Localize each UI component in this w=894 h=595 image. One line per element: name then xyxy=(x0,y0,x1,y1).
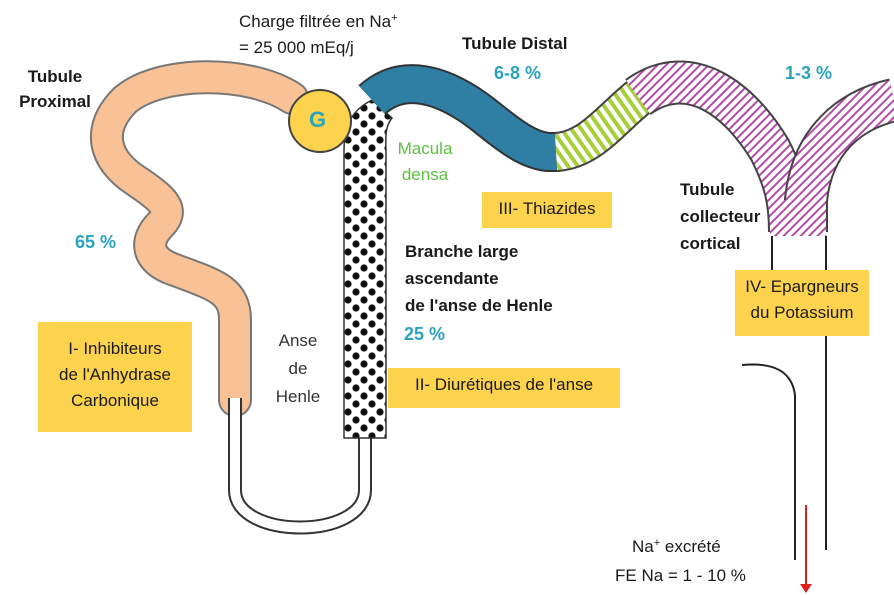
proximal-percent: 65 % xyxy=(75,232,116,253)
filtered-charge-line2: = 25 000 mEq/j xyxy=(239,38,354,58)
anse-label: Anse de Henle xyxy=(268,327,328,411)
excretion-line2: FE Na = 1 - 10 % xyxy=(615,566,746,586)
collecting-percent: 1-3 % xyxy=(785,63,832,84)
anse-line3: Henle xyxy=(268,383,328,411)
carbonic-anhydrase-line1: I- Inhibiteurs xyxy=(44,336,186,362)
collecteur-line3: cortical xyxy=(680,230,760,257)
branche-line3: de l'anse de Henle xyxy=(405,292,553,319)
excretion-line1: Na+ excrété xyxy=(632,537,721,557)
branche-label: Branche large ascendante de l'anse de He… xyxy=(405,238,553,319)
anse-line1: Anse xyxy=(268,327,328,355)
proximal-title: Tubule Proximal xyxy=(10,64,100,114)
branche-line2: ascendante xyxy=(405,265,553,292)
collecting-duct-inner-wall xyxy=(742,364,795,560)
collecteur-line2: collecteur xyxy=(680,203,760,230)
anse-line2: de xyxy=(268,355,328,383)
distal-title: Tubule Distal xyxy=(462,34,567,54)
carbonic-anhydrase-line2: de l'Anhydrase xyxy=(44,362,186,388)
distal-percent: 6-8 % xyxy=(494,63,541,84)
potassium-sparing-box: IV- Epargneurs du Potassium xyxy=(735,270,869,336)
macula-densa-line1: Macula xyxy=(390,136,460,162)
potassium-sparing-line1: IV- Epargneurs xyxy=(741,274,863,300)
macula-densa-line2: densa xyxy=(390,162,460,188)
excretion-arrowhead xyxy=(800,584,812,593)
collecteur-label: Tubule collecteur cortical xyxy=(680,176,760,257)
proximal-title-line1: Tubule xyxy=(10,64,100,89)
carbonic-anhydrase-box: I- Inhibiteurs de l'Anhydrase Carbonique xyxy=(38,322,192,432)
glomerulus-label: G xyxy=(309,107,326,133)
thiazides-box: III- Thiazides xyxy=(482,192,612,228)
proximal-title-line2: Proximal xyxy=(10,89,100,114)
filtered-charge-line1: Charge filtrée en Na+ xyxy=(239,12,398,32)
macula-densa-label: Macula densa xyxy=(390,136,460,188)
loop-diuretics-box: II- Diurétiques de l'anse xyxy=(388,368,620,408)
carbonic-anhydrase-line3: Carbonique xyxy=(44,388,186,414)
branche-line1: Branche large xyxy=(405,238,553,265)
branche-percent: 25 % xyxy=(404,324,445,345)
potassium-sparing-line2: du Potassium xyxy=(741,300,863,326)
thick-ascending-limb xyxy=(344,100,392,438)
collecteur-line1: Tubule xyxy=(680,176,760,203)
